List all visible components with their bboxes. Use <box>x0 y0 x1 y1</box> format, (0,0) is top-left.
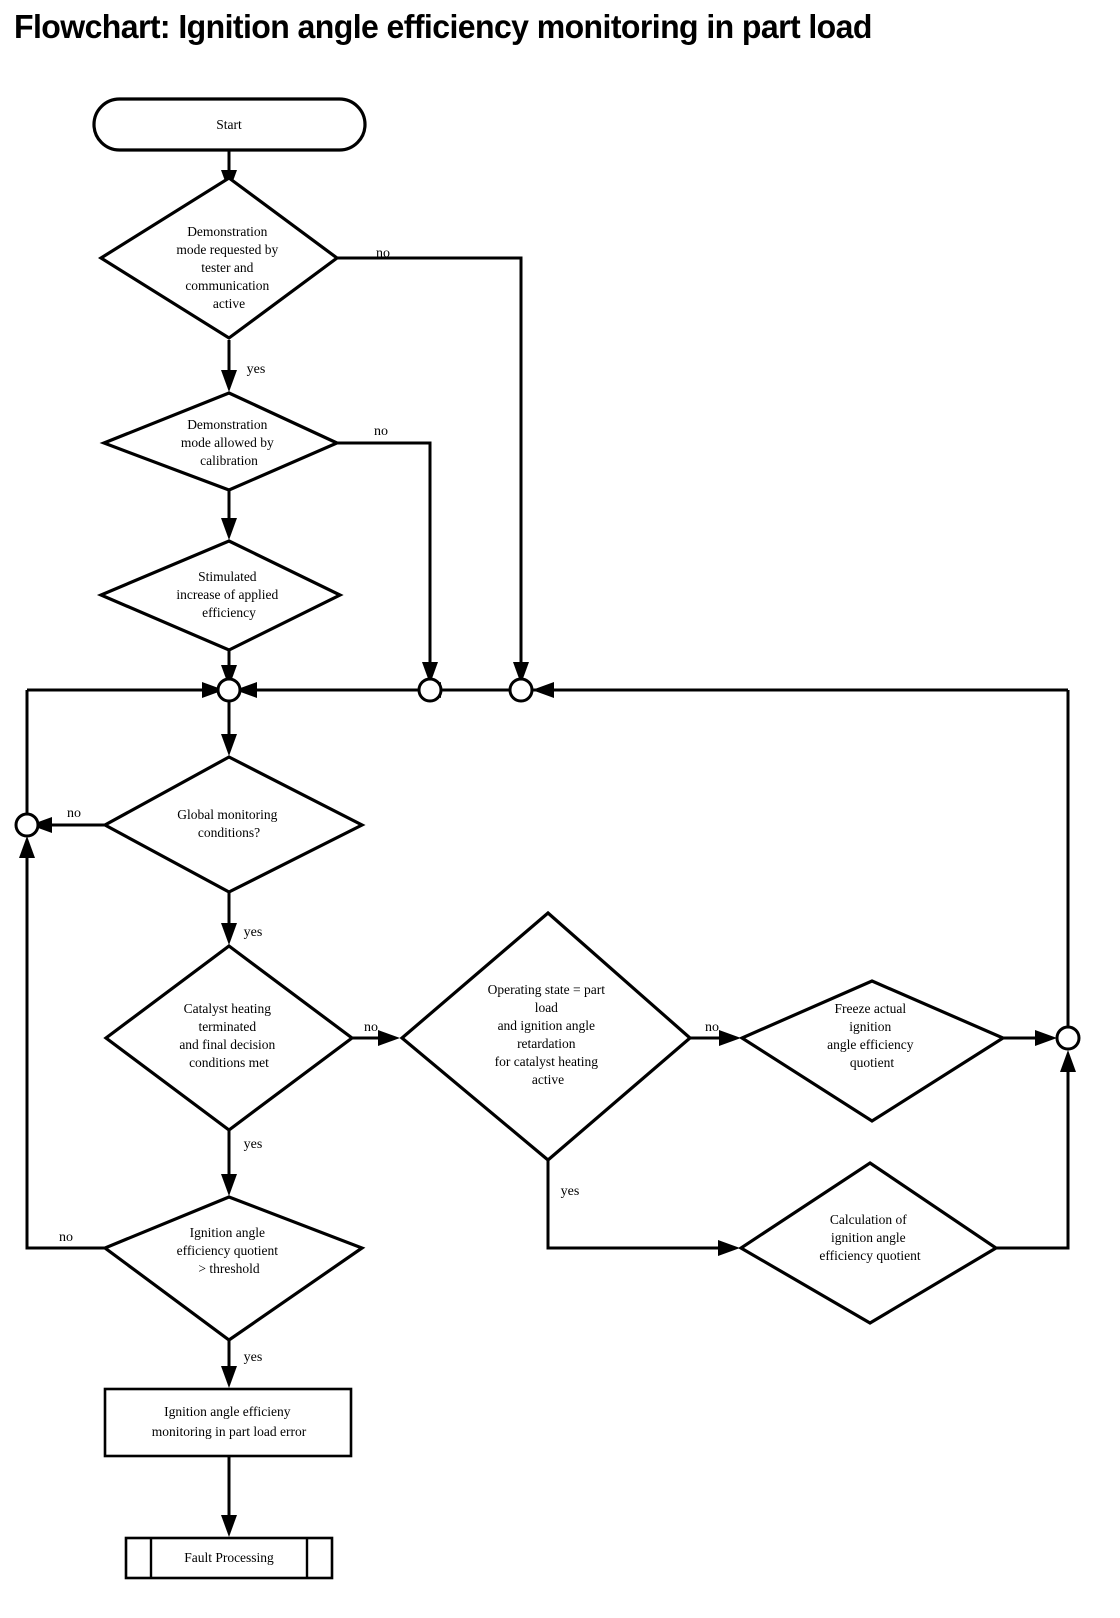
edge-merge-to-global <box>221 702 237 756</box>
edge-catalyst-no <box>352 1030 400 1046</box>
node-error-box[interactable]: Ignition angle efficieny monitoring in p… <box>103 1387 353 1458</box>
edge-freeze-to-return <box>1003 1030 1057 1046</box>
node-catalyst-heating-label: Catalyst heating terminated and final de… <box>179 1001 278 1070</box>
edge-global-yes <box>221 893 237 945</box>
edge-label-no-operating: no <box>705 1020 719 1035</box>
edge-simulated-to-merge <box>221 650 237 687</box>
edge-global-no <box>30 817 105 833</box>
page-title: Flowchart: Ignition angle efficiency mon… <box>14 8 872 45</box>
edge-label-yes-catalyst: yes <box>244 1137 263 1152</box>
edge-demo-requested-no <box>337 256 529 684</box>
node-threshold-check-label: Ignition angle efficiency quotient > thr… <box>177 1225 282 1276</box>
edge-label-yes-threshold: yes <box>244 1350 263 1365</box>
edge-label-yes-global: yes <box>244 925 263 940</box>
node-start-label: Start <box>216 117 242 132</box>
edge-operating-yes <box>546 1160 740 1256</box>
node-threshold-check[interactable]: Ignition angle efficiency quotient > thr… <box>101 1195 366 1342</box>
node-operating-state[interactable]: Operating state = part load and ignition… <box>399 910 693 1163</box>
node-freeze-quotient[interactable]: Freeze actual ignition angle efficiency … <box>738 979 1007 1123</box>
node-global-monitoring[interactable]: Global monitoring conditions? <box>101 755 366 894</box>
merge-connector-2 <box>417 677 443 703</box>
edge-threshold-yes <box>221 1340 237 1388</box>
edge-demo-allowed-yes <box>221 490 237 540</box>
node-global-monitoring-label: Global monitoring conditions? <box>177 807 281 840</box>
node-demo-allowed[interactable]: Demonstration mode allowed by calibratio… <box>99 391 341 492</box>
node-fault-processing[interactable]: Fault Processing <box>124 1536 334 1580</box>
edge-operating-no <box>690 1030 741 1046</box>
node-operating-state-label: Operating state = part load and ignition… <box>488 982 609 1087</box>
right-return-connector <box>1055 1025 1081 1051</box>
edge-label-no-catalyst: no <box>364 1020 378 1035</box>
node-calculation-quotient-label: Calculation of ignition angle efficiency… <box>819 1212 921 1263</box>
node-fault-processing-label: Fault Processing <box>184 1550 274 1565</box>
edge-label-yes-demo-requested: yes <box>247 362 266 377</box>
edge-threshold-no <box>19 836 105 1250</box>
node-demo-requested[interactable]: Demonstration mode requested by tester a… <box>97 176 340 340</box>
edge-label-yes-operating: yes <box>561 1184 580 1199</box>
merge-connector-3 <box>508 677 534 703</box>
edge-label-no-demo-requested: no <box>376 246 390 261</box>
node-demo-requested-label: Demonstration mode requested by tester a… <box>176 224 281 311</box>
edge-demo-allowed-no <box>337 441 438 684</box>
edge-label-no-demo-allowed: no <box>374 424 388 439</box>
node-catalyst-heating[interactable]: Catalyst heating terminated and final de… <box>103 944 355 1132</box>
edge-catalyst-yes <box>221 1130 237 1196</box>
edge-label-no-threshold: no <box>59 1230 73 1245</box>
node-start[interactable]: Start <box>92 97 367 152</box>
edge-label-no-global: no <box>67 806 81 821</box>
node-demo-allowed-label: Demonstration mode allowed by calibratio… <box>181 417 277 468</box>
edge-merge-bus <box>27 682 1068 698</box>
node-freeze-quotient-label: Freeze actual ignition angle efficiency … <box>827 1001 917 1070</box>
left-return-connector <box>14 812 40 838</box>
node-simulated-increase[interactable]: Stimulated increase of applied efficienc… <box>96 539 344 652</box>
edge-calculation-to-return <box>996 1050 1076 1250</box>
node-simulated-increase-label: Stimulated increase of applied efficienc… <box>176 569 281 620</box>
edge-error-to-fault <box>221 1456 237 1537</box>
node-error-box-label: Ignition angle efficieny monitoring in p… <box>152 1404 307 1439</box>
node-calculation-quotient[interactable]: Calculation of ignition angle efficiency… <box>737 1161 999 1325</box>
merge-connector-1 <box>216 677 242 703</box>
edge-demo-requested-yes <box>221 340 237 392</box>
